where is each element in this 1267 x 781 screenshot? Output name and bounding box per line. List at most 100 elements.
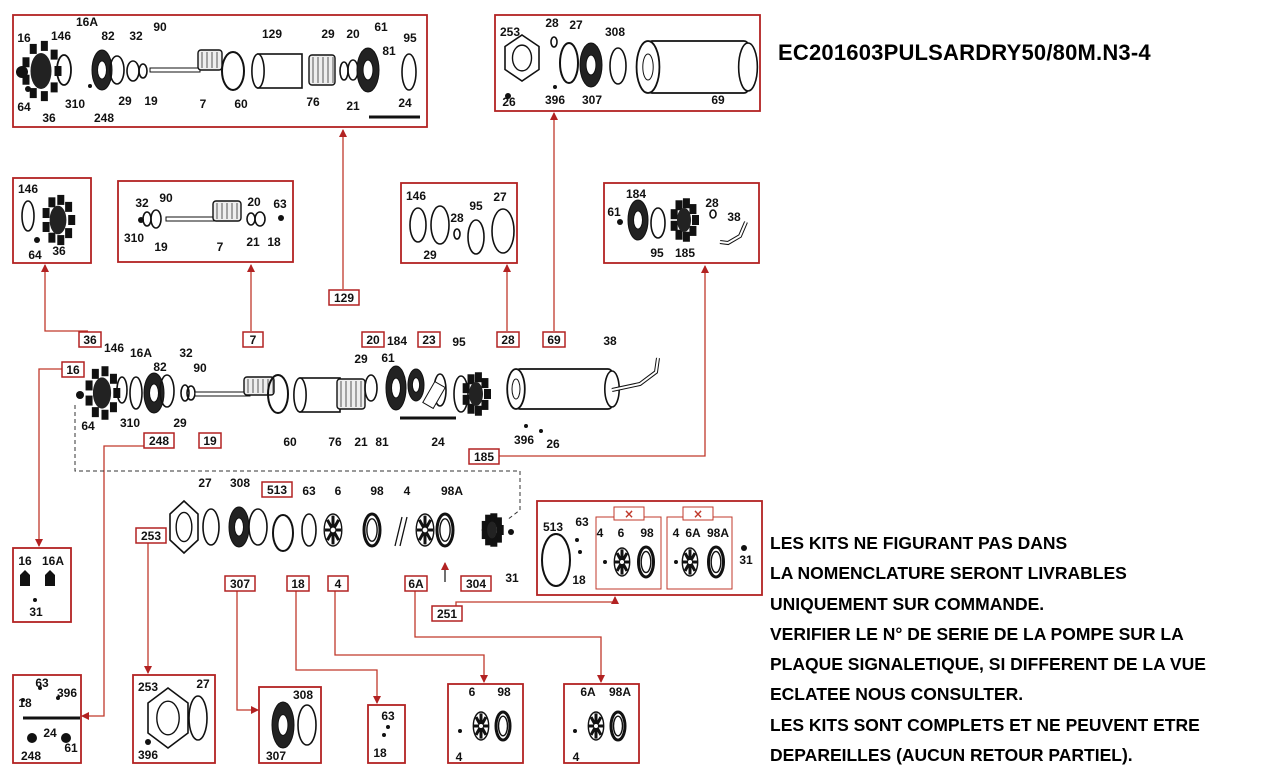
fan-blade [40,91,48,102]
part-number-label: 98A [441,484,463,498]
part-number-label: 129 [262,27,282,41]
part-number-label: 146 [18,182,38,196]
part-number-label: 81 [375,435,389,449]
o-ring [709,209,717,219]
part-number-label: 146 [104,341,124,355]
o-ring [21,200,35,232]
diffuser-inner [366,518,378,542]
fan-blade [689,225,697,236]
part-number-label: 308 [230,476,250,490]
kit-label-box [224,575,256,592]
part-number-label: 29 [423,248,437,262]
fan-blade [48,232,56,243]
fan-blade [675,229,683,240]
part-number-label: 61 [381,351,395,365]
part-number-label: 24 [43,726,57,740]
o-ring [650,207,666,239]
fan-blade [481,378,489,389]
part-number-label: 38 [603,334,617,348]
part-number-label: 248 [94,111,114,125]
kit-connector [35,368,62,547]
part-number-label: 64 [17,100,31,114]
kit-label: 253 [141,529,161,543]
part-number-label: 61 [607,205,621,219]
diffuser-inner [612,715,624,737]
kit-label: 513 [267,483,287,497]
fan-blade [481,529,489,540]
note-line: VERIFIER LE N° DE SERIE DE LA POMPE SUR … [770,623,1184,644]
part-number-label: 146 [51,29,71,43]
part-number-label: 19 [144,94,158,108]
screw [458,729,462,733]
part-number-label: 69 [711,93,725,107]
kit-label-box [261,481,293,498]
part-number-label: 95 [469,199,483,213]
o-ring [129,376,143,410]
o-ring [364,374,378,402]
part-number-label: 21 [346,99,360,113]
screw [145,739,151,745]
kit-label: 28 [501,333,515,347]
part-number-label: 310 [65,97,85,111]
kit-label-box [460,575,492,592]
part-number-label: 4 [597,526,604,540]
part-number-label: 63 [35,676,49,690]
o-ring [550,36,558,48]
o-ring [150,209,162,229]
ordering-notes: LES KITS NE FIGURANT PAS DANS LA NOMENCL… [770,528,1260,770]
part-number-label: 248 [21,749,41,763]
part-number-label: 4 [456,750,463,764]
part-number-label: 253 [500,25,520,39]
fan-blade [494,517,502,528]
seal-bore [277,714,289,736]
part-number-label: 24 [431,435,445,449]
impeller-hub [477,722,485,730]
kit-label-box [542,331,566,348]
stator-129 [257,53,303,89]
o-ring [248,508,268,546]
fan-blade [481,399,489,410]
screw [21,698,25,702]
part-number-label: 396 [138,748,158,762]
part-number-label: 98 [370,484,384,498]
note-line: LA NOMENCLATURE SERONT LIVRABLES [770,563,1127,584]
rotor-pump [243,376,275,396]
o-ring [297,704,317,746]
part-number-label: 90 [159,191,173,205]
cylinder-end [251,53,265,89]
o-ring [467,219,485,255]
diffuser-inner [439,518,451,542]
screw [25,86,31,92]
kit-label-box [198,432,222,449]
o-ring [559,42,579,84]
fan-blade [467,374,475,385]
part-number-label: 27 [196,677,210,691]
screw [617,219,623,225]
o-ring [453,228,461,240]
kit-label: 19 [203,434,217,448]
cylinder-end [293,377,307,413]
o-ring [138,63,148,79]
screw [575,538,579,542]
part-number-label: 184 [626,187,646,201]
note-line: PLAQUE SIGNALETIQUE, SI DIFFERENT DE LA … [770,654,1206,675]
rotor-7-drive [197,49,223,71]
fan-blade [109,373,117,384]
seal-bore [585,54,597,76]
fan-blade [22,74,30,85]
screw [553,85,557,89]
flange-bore [511,44,533,72]
screw [56,696,60,700]
fan-blade [689,204,697,215]
o-ring [109,55,125,85]
screw [603,560,607,564]
part-number-label: 81 [382,44,396,58]
o-ring [267,374,289,414]
seal-bore [97,60,107,80]
part-number-label: 24 [398,96,412,110]
motor-69 [647,40,749,94]
diffuser-inner [640,550,652,574]
fan-blade [101,366,109,377]
part-number-label: 185 [675,246,695,260]
part-number-label: 26 [546,437,560,451]
